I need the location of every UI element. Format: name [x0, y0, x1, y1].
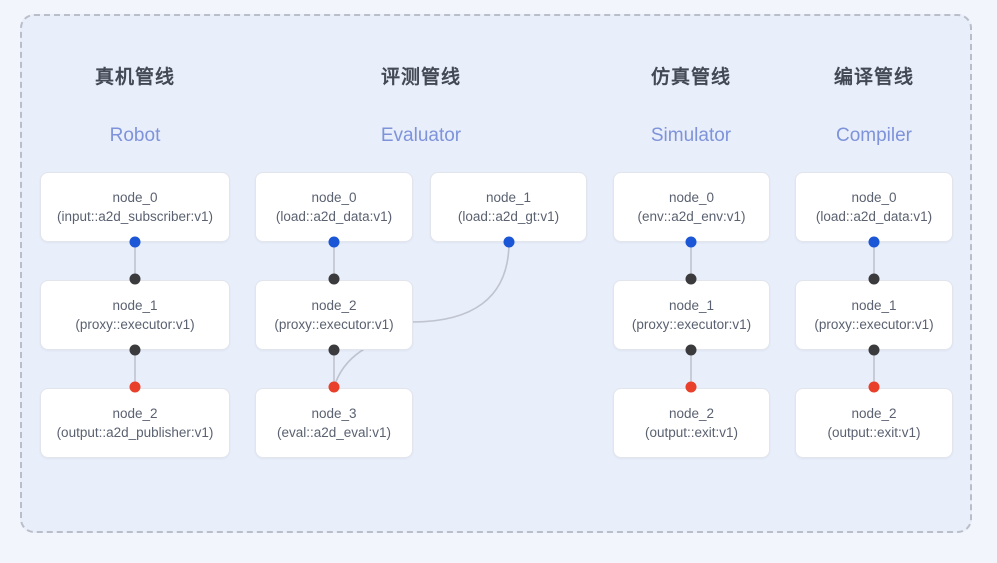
node-name: node_0	[112, 190, 158, 205]
node-spec: (proxy::executor:v1)	[274, 317, 394, 332]
node-name: node_2	[311, 298, 357, 313]
port-output-evaluator-2[interactable]	[328, 344, 340, 356]
node-evaluator-2[interactable]: node_2 (proxy::executor:v1)	[255, 280, 413, 350]
port-input-robot-1[interactable]	[129, 273, 141, 285]
node-spec: (input::a2d_subscriber:v1)	[56, 209, 214, 224]
node-compiler-2[interactable]: node_2 (output::exit:v1)	[795, 388, 953, 458]
node-spec: (output::a2d_publisher:v1)	[56, 425, 214, 440]
column-title-en-evaluator: Evaluator	[380, 125, 462, 146]
node-spec: (output::exit:v1)	[644, 425, 739, 440]
node-name: node_2	[668, 406, 715, 421]
node-evaluator-0[interactable]: node_0 (load::a2d_data:v1)	[255, 172, 413, 242]
port-input-compiler-2[interactable]	[868, 381, 880, 393]
port-input-evaluator-2[interactable]	[328, 273, 340, 285]
node-robot-2[interactable]: node_2 (output::a2d_publisher:v1)	[40, 388, 230, 458]
node-simulator-2[interactable]: node_2 (output::exit:v1)	[613, 388, 770, 458]
column-title-cn-robot: 真机管线	[94, 67, 175, 88]
node-spec: (proxy::executor:v1)	[631, 317, 752, 332]
port-output-robot-1[interactable]	[129, 344, 141, 356]
node-spec: (output::exit:v1)	[827, 425, 921, 440]
port-output-compiler-1[interactable]	[868, 344, 880, 356]
port-input-evaluator-3[interactable]	[328, 381, 340, 393]
column-title-en-simulator: Simulator	[650, 125, 732, 146]
node-spec: (env::a2d_env:v1)	[637, 209, 746, 224]
node-spec: (load::a2d_gt:v1)	[457, 209, 560, 224]
node-spec: (proxy::executor:v1)	[814, 317, 934, 332]
port-output-evaluator-0[interactable]	[328, 236, 340, 248]
node-name: node_0	[668, 190, 715, 205]
port-output-robot-0[interactable]	[129, 236, 141, 248]
node-name: node_0	[851, 190, 897, 205]
node-compiler-1[interactable]: node_1 (proxy::executor:v1)	[795, 280, 953, 350]
port-output-evaluator-1[interactable]	[503, 236, 515, 248]
node-simulator-0[interactable]: node_0 (env::a2d_env:v1)	[613, 172, 770, 242]
node-name: node_2	[851, 406, 897, 421]
node-name: node_1	[668, 298, 715, 313]
node-name: node_1	[112, 298, 158, 313]
column-title-cn-simulator: 仿真管线	[650, 67, 731, 88]
port-output-compiler-0[interactable]	[868, 236, 880, 248]
node-spec: (eval::a2d_eval:v1)	[276, 425, 392, 440]
node-name: node_2	[112, 406, 158, 421]
column-title-en-robot: Robot	[109, 125, 161, 146]
node-spec: (proxy::executor:v1)	[75, 317, 195, 332]
column-title-cn-evaluator: 评测管线	[380, 67, 461, 88]
column-title-en-compiler: Compiler	[835, 125, 913, 146]
node-name: node_1	[485, 190, 532, 205]
node-name: node_0	[311, 190, 357, 205]
node-simulator-1[interactable]: node_1 (proxy::executor:v1)	[613, 280, 770, 350]
node-name: node_3	[311, 406, 357, 421]
node-spec: (load::a2d_data:v1)	[815, 209, 933, 224]
port-output-simulator-0[interactable]	[685, 236, 697, 248]
node-evaluator-1[interactable]: node_1 (load::a2d_gt:v1)	[430, 172, 587, 242]
node-compiler-0[interactable]: node_0 (load::a2d_data:v1)	[795, 172, 953, 242]
node-spec: (load::a2d_data:v1)	[275, 209, 393, 224]
node-name: node_1	[851, 298, 897, 313]
port-input-compiler-1[interactable]	[868, 273, 880, 285]
column-title-cn-compiler: 编译管线	[833, 67, 914, 88]
port-output-simulator-1[interactable]	[685, 344, 697, 356]
node-evaluator-3[interactable]: node_3 (eval::a2d_eval:v1)	[255, 388, 413, 458]
port-input-simulator-1[interactable]	[685, 273, 697, 285]
node-robot-0[interactable]: node_0 (input::a2d_subscriber:v1)	[40, 172, 230, 242]
port-input-simulator-2[interactable]	[685, 381, 697, 393]
node-robot-1[interactable]: node_1 (proxy::executor:v1)	[40, 280, 230, 350]
port-input-robot-2[interactable]	[129, 381, 141, 393]
